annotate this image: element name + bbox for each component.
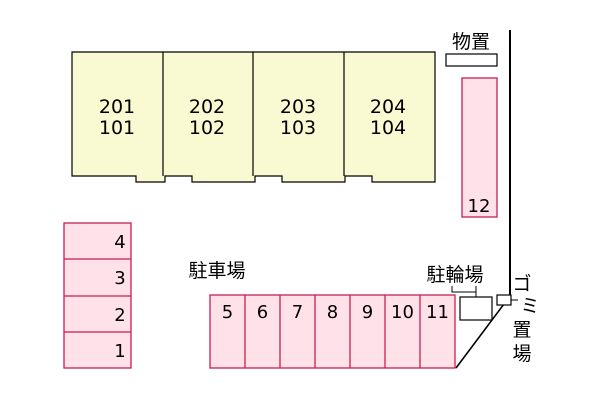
parking-space-number: 4	[114, 232, 125, 253]
garbage-area: ゴ ミ 置 場	[496, 273, 540, 365]
unit-number-lower: 103	[280, 117, 316, 139]
parking-bottom-row: 5 6 7 8 9 10 11	[209, 294, 456, 369]
unit-number-upper: 204	[370, 96, 406, 118]
garbage-label-char: 場	[512, 343, 531, 365]
unit-number-lower: 102	[189, 117, 225, 139]
parking-space-number: 1	[114, 341, 125, 362]
unit-number-upper: 201	[99, 96, 135, 118]
parking-space-number: 2	[114, 305, 125, 326]
garbage-box	[496, 294, 512, 306]
unit-number-lower: 101	[99, 117, 135, 139]
parking-space-number: 11	[426, 302, 449, 323]
parking-row-outline	[209, 294, 456, 369]
unit-number-lower: 104	[370, 117, 406, 139]
site-boundary-line	[455, 295, 511, 369]
parking-space-number: 7	[292, 302, 303, 323]
apartment-building: 201 101 202 102 203 103 204 104	[71, 51, 436, 183]
bicycle-parking: 駐輪場	[426, 264, 493, 321]
storage-shed: 物置	[445, 31, 498, 67]
parking-space-number: 12	[468, 196, 491, 217]
parking-space-number: 9	[362, 302, 373, 323]
bicycle-label: 駐輪場	[426, 264, 483, 286]
parking-space-12: 12	[461, 77, 498, 218]
garbage-label-char: ゴ	[512, 273, 531, 295]
storage-box	[445, 53, 498, 67]
parking-space-number: 5	[222, 302, 233, 323]
unit-number-upper: 202	[189, 96, 225, 118]
bicycle-callout-line	[451, 286, 476, 293]
parking-space-number: 8	[327, 302, 338, 323]
storage-label: 物置	[452, 31, 490, 53]
parking-label: 駐車場	[188, 260, 245, 282]
bicycle-shed	[459, 296, 493, 321]
parking-left-column: 4 3 2 1	[63, 222, 132, 369]
parking-space	[461, 77, 498, 218]
garbage-label-char: 置	[512, 319, 531, 341]
parking-space-number: 10	[391, 302, 414, 323]
parking-space-number: 6	[257, 302, 268, 323]
unit-number-upper: 203	[280, 96, 316, 118]
garbage-label-char: ミ	[520, 295, 539, 317]
parking-space-number: 3	[114, 268, 125, 289]
